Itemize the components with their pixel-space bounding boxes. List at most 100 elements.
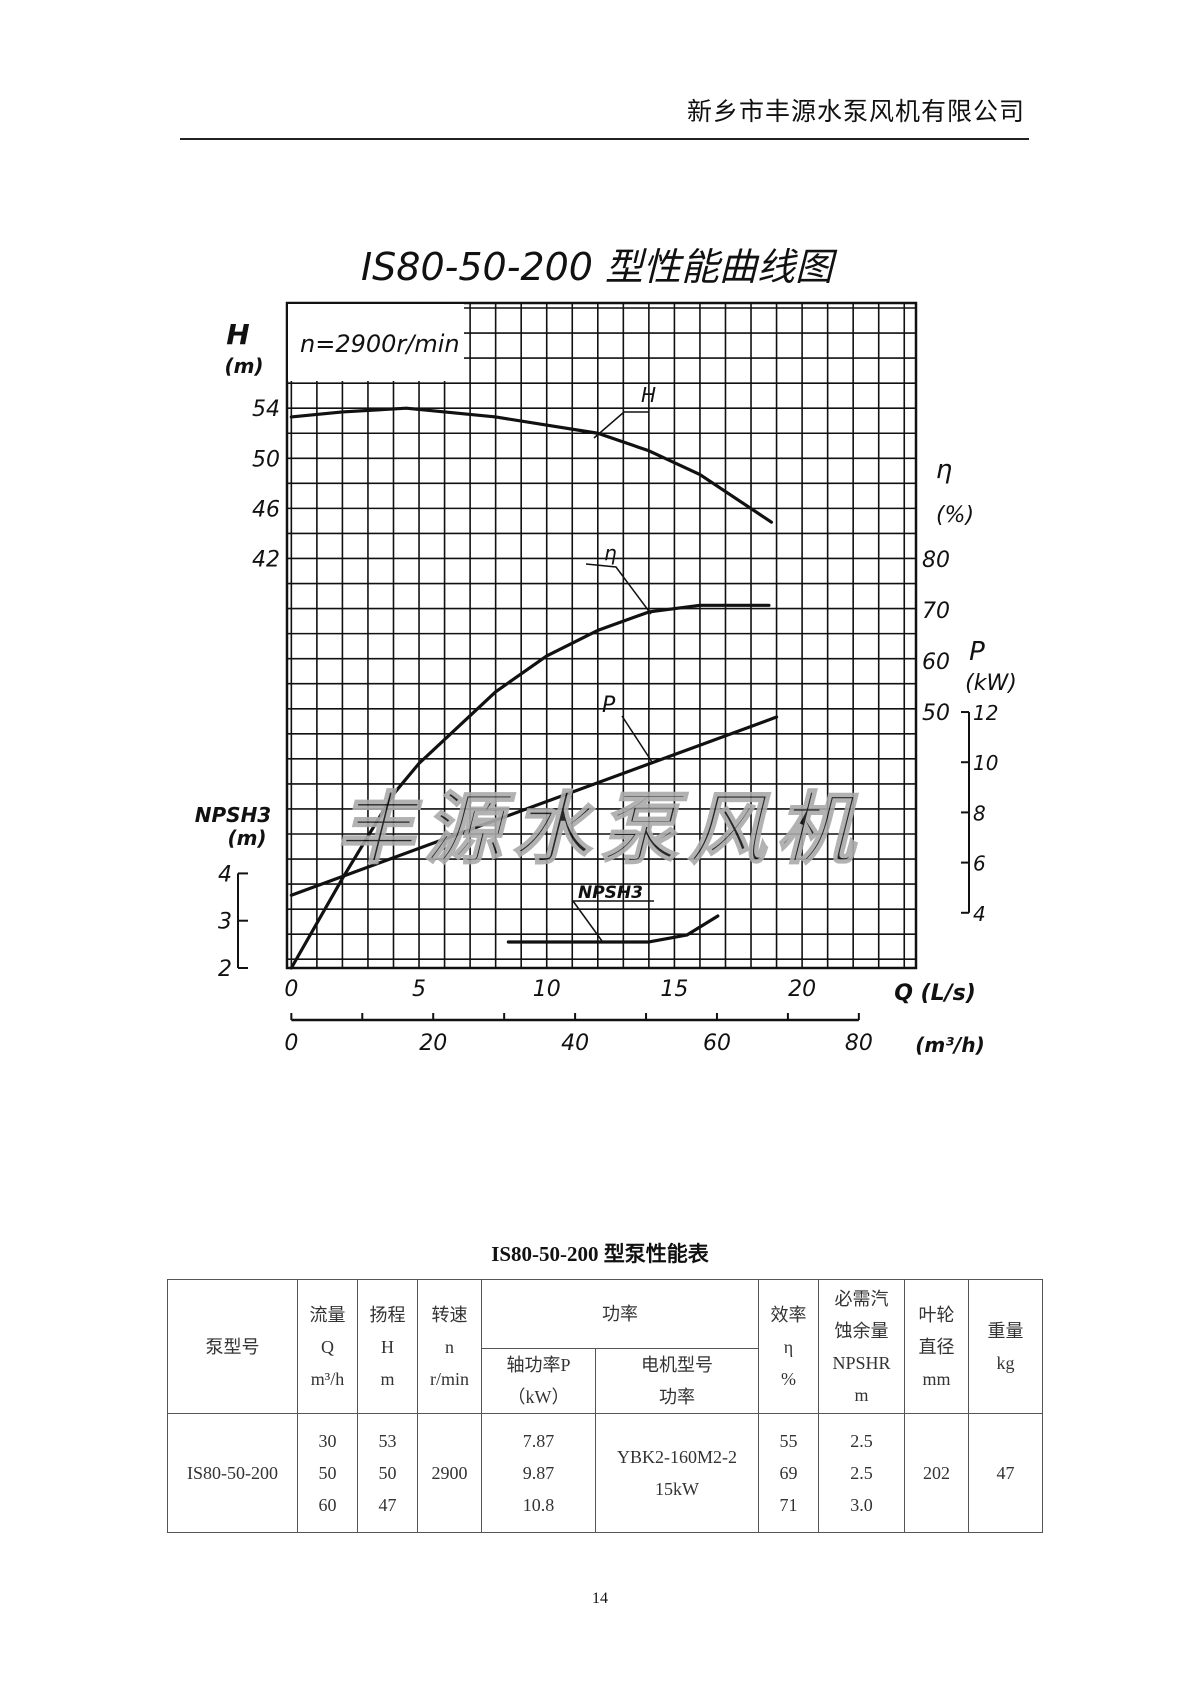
cell-head: 53 50 47 bbox=[357, 1413, 418, 1533]
q2-tick-label: 20 bbox=[419, 1031, 447, 1056]
unit: mm bbox=[922, 1368, 951, 1389]
q2-axis-label: (m³/h) bbox=[915, 1033, 984, 1057]
p-axis-unit: (kW) bbox=[965, 671, 1017, 696]
page-number: 14 bbox=[592, 1590, 608, 1607]
eta-tick-label: 70 bbox=[922, 599, 950, 624]
h-axis-label: H bbox=[226, 318, 249, 351]
value: 50 bbox=[378, 1463, 397, 1483]
cell-impeller: 202 bbox=[904, 1413, 969, 1533]
h-curve-leader bbox=[593, 411, 649, 439]
watermark: 丰源水泵风机 bbox=[336, 785, 864, 875]
q-tick-label: 20 bbox=[788, 977, 816, 1002]
cell-eff: 55 69 71 bbox=[758, 1413, 819, 1533]
value: 2.5 bbox=[850, 1431, 873, 1451]
p-axis-label: P bbox=[969, 637, 985, 667]
q2-tick-label: 60 bbox=[703, 1031, 731, 1056]
header-power: 功率 bbox=[481, 1279, 759, 1349]
q2-tick-label: 40 bbox=[561, 1031, 589, 1056]
q-tick-label: 0 bbox=[284, 977, 298, 1002]
h-axis-unit: (m) bbox=[224, 354, 263, 378]
label: 转速 bbox=[431, 1304, 468, 1325]
label: 直径 bbox=[918, 1336, 955, 1357]
value: 3.0 bbox=[850, 1495, 873, 1515]
unit: m bbox=[854, 1384, 869, 1405]
eta-tick-label: 50 bbox=[922, 701, 950, 726]
h-tick-label: 42 bbox=[252, 547, 280, 572]
label: 电机型号 bbox=[641, 1355, 713, 1375]
unit: m³/h bbox=[310, 1368, 345, 1389]
label: 重量 bbox=[987, 1320, 1024, 1341]
q2-tick-label: 80 bbox=[845, 1031, 873, 1056]
cell-flow: 30 50 60 bbox=[297, 1413, 358, 1533]
p-tick-label: 10 bbox=[973, 751, 998, 775]
h-tick-label: 54 bbox=[252, 397, 280, 422]
unit: （kW） bbox=[507, 1387, 570, 1407]
speed-note: n=2900r/min bbox=[300, 330, 460, 358]
value: 15kW bbox=[655, 1479, 699, 1499]
q-tick-label: 10 bbox=[533, 977, 561, 1002]
cell-npsh: 2.5 2.5 3.0 bbox=[818, 1413, 905, 1533]
header-speed: 转速 n r/min bbox=[417, 1279, 482, 1414]
value: YBK2-160M2-2 bbox=[617, 1447, 737, 1467]
header-shaft-power: 轴功率P （kW） bbox=[481, 1348, 596, 1414]
chart-curves bbox=[289, 406, 779, 970]
npsh-axis-label: NPSH3 bbox=[195, 803, 271, 827]
symbol: η bbox=[783, 1336, 794, 1357]
value: 10.8 bbox=[522, 1495, 555, 1515]
unit: % bbox=[781, 1368, 796, 1389]
value: 71 bbox=[779, 1495, 798, 1515]
value: 55 bbox=[779, 1431, 798, 1451]
p-curve-label: P bbox=[602, 693, 616, 718]
cell-model: IS80-50-200 bbox=[167, 1413, 298, 1533]
eta-curve-label: η bbox=[604, 541, 617, 565]
npsh-tick-label: 2 bbox=[218, 957, 232, 982]
value: 53 bbox=[378, 1431, 397, 1451]
unit: m bbox=[380, 1368, 395, 1389]
grid-border bbox=[285, 301, 918, 970]
label: 效率 bbox=[770, 1304, 807, 1325]
value: 30 bbox=[318, 1431, 337, 1451]
label: 功率 bbox=[659, 1387, 695, 1407]
symbol: H bbox=[381, 1336, 394, 1357]
speed-note-box bbox=[288, 304, 464, 381]
table-title: IS80-50-200 型泵性能表 bbox=[491, 1242, 709, 1266]
series-p-curve bbox=[289, 715, 779, 897]
symbol: Q bbox=[321, 1336, 334, 1357]
cell-motor: YBK2-160M2-2 15kW bbox=[595, 1413, 759, 1533]
q-axis-label: Q (L/s) bbox=[894, 981, 976, 1006]
chart-grid bbox=[285, 301, 918, 970]
unit: r/min bbox=[430, 1368, 469, 1389]
npsh-tick-label: 3 bbox=[218, 910, 232, 935]
eta-tick-label: 60 bbox=[922, 650, 950, 675]
value: 60 bbox=[318, 1495, 337, 1515]
p-tick-label: 12 bbox=[973, 701, 998, 725]
q2-tick-label: 0 bbox=[284, 1031, 298, 1056]
value: 47 bbox=[378, 1495, 397, 1515]
h-tick-label: 46 bbox=[252, 497, 280, 522]
p-tick-label: 8 bbox=[973, 801, 986, 825]
npsh-curve-label: NPSH3 bbox=[578, 883, 643, 903]
value: 69 bbox=[779, 1463, 798, 1483]
p-curve-leader bbox=[621, 715, 653, 763]
label: 扬程 bbox=[369, 1304, 406, 1325]
value: 50 bbox=[318, 1463, 337, 1483]
label: 轴功率P bbox=[506, 1355, 571, 1375]
chart-title: IS80-50-200 型性能曲线图 bbox=[361, 245, 838, 289]
value: 9.87 bbox=[522, 1463, 555, 1483]
symbol: NPSHR bbox=[832, 1352, 891, 1373]
symbol: n bbox=[445, 1336, 454, 1357]
cell-speed: 2900 bbox=[417, 1413, 482, 1533]
value: 2.5 bbox=[850, 1463, 873, 1483]
series-eta-curve bbox=[289, 603, 771, 970]
p-tick-label: 6 bbox=[973, 852, 986, 876]
company-header: 新乡市丰源水泵风机有限公司 bbox=[686, 97, 1025, 126]
label: 蚀余量 bbox=[834, 1320, 889, 1341]
